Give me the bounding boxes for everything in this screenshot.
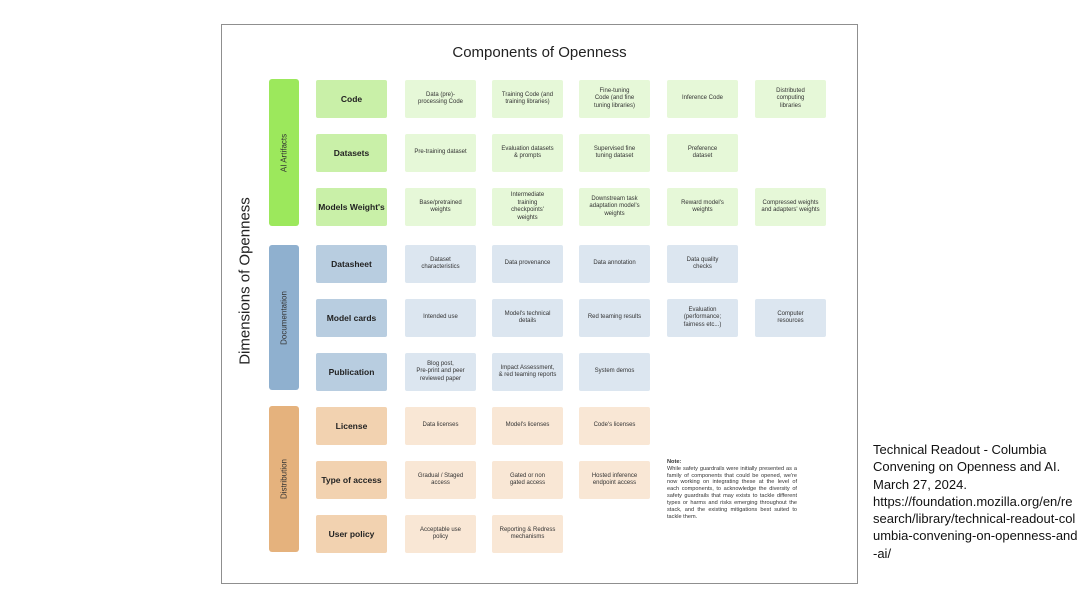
category-models-weight-s: Models Weight's [316,188,387,226]
category-publication: Publication [316,353,387,391]
component-cell: Data (pre)-processing Code [405,80,476,118]
category-user-policy: User policy [316,515,387,553]
component-cell: Inference Code [667,80,738,118]
component-cell: Red teaming results [579,299,650,337]
group-label-bar: Documentation [269,245,299,390]
group-label-bar: Distribution [269,406,299,552]
note-heading: Note: [667,459,682,465]
note-text: While safety guardrails were initially p… [667,465,797,520]
component-cell: Data annotation [579,245,650,283]
category-model-cards: Model cards [316,299,387,337]
component-cell: Evaluation(performance;fairness etc...) [667,299,738,337]
component-cell: Model's licenses [492,407,563,445]
category-datasets: Datasets [316,134,387,172]
citation-url[interactable]: https://foundation.mozilla.org/en/resear… [873,493,1078,561]
category-type-of-access: Type of access [316,461,387,499]
component-cell: Data licenses [405,407,476,445]
category-license: License [316,407,387,445]
group-label-bar: AI Artifacts [269,79,299,226]
citation: Technical Readout - Columbia Convening o… [873,441,1078,562]
citation-date: March 27, 2024. [873,476,967,492]
component-cell: Intended use [405,299,476,337]
group-label: Documentation [279,290,289,345]
component-cell: Impact Assessment,& red teaming reports [492,353,563,391]
component-cell: Data provenance [492,245,563,283]
category-datasheet: Datasheet [316,245,387,283]
group-label: Distribution [279,458,289,500]
component-cell: Code's licenses [579,407,650,445]
y-axis-title: Dimensions of Openness [236,197,254,365]
diagram-title: Components of Openness [452,44,627,61]
category-code: Code [316,80,387,118]
group-label: AI Artifacts [279,133,289,172]
component-cell: Pre-training dataset [405,134,476,172]
component-cell: Evaluation datasets& prompts [492,134,563,172]
note-box: Note: While safety guardrails were initi… [667,459,797,520]
component-cell: System demos [579,353,650,391]
citation-title: Technical Readout - Columbia Convening o… [873,442,1061,475]
